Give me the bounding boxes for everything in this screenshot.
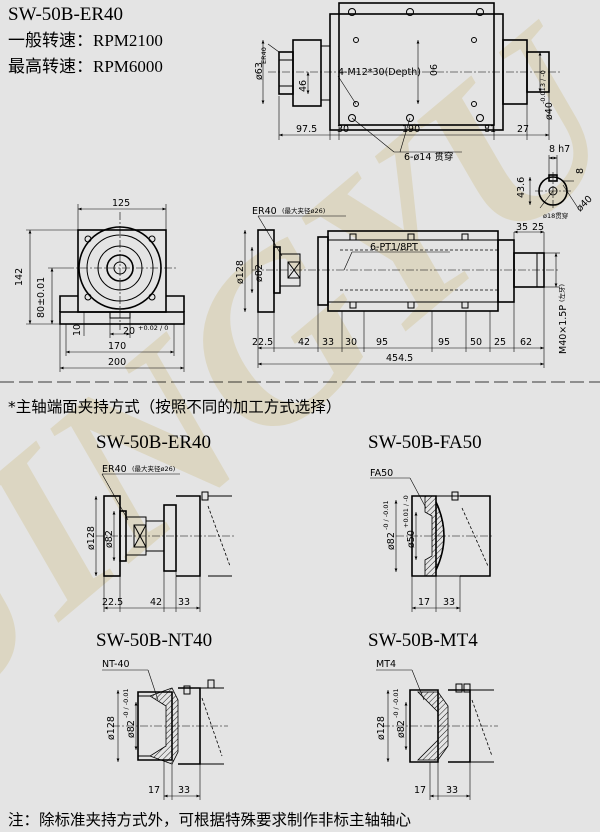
side-d35: 35 <box>516 222 528 233</box>
side-thread-m: M40×1.5P <box>558 305 569 354</box>
variant-mt4-drawing <box>376 669 498 800</box>
top-er40-label: ER40 <box>260 47 268 64</box>
variant-mt4-dim-17: 17 <box>414 785 426 796</box>
variant-er40-tag-note: (最大夹径ø26) <box>132 464 175 473</box>
variant-nt40-d82: ø82 <box>126 720 137 738</box>
side-d82: ø82 <box>254 264 265 282</box>
top-view <box>261 2 560 153</box>
variant-fa50-d50-tol: +0.01 / -0 <box>402 495 410 528</box>
variant-mt4-d128: ø128 <box>376 716 387 740</box>
variant-mt4-title: SW-50B-MT4 <box>368 630 478 651</box>
watermark-text: JINGYU <box>0 0 600 737</box>
shaft-tolerance: -0.013 / -0 <box>539 70 547 104</box>
model-title: SW-50B-ER40 <box>8 4 123 25</box>
end-view <box>26 204 185 372</box>
variant-mt4-tag: MT4 <box>376 659 396 670</box>
variant-mt4-d82: ø82 <box>396 720 407 738</box>
variant-fa50-title: SW-50B-FA50 <box>368 432 482 453</box>
side-dim-95b: 95 <box>438 337 450 348</box>
top-dim-97-5: 97.5 <box>296 124 317 135</box>
end-h80: 80±0.01 <box>36 277 47 318</box>
variant-nt40-d82-tol: -0 / -0.01 <box>122 688 130 718</box>
variant-er40-d82: ø82 <box>104 530 115 548</box>
side-dim-30: 30 <box>345 337 357 348</box>
key-depth: 8 <box>575 168 586 174</box>
side-thread-note: (左牙) <box>557 284 566 302</box>
top-dim-190: 190 <box>402 124 420 135</box>
variant-nt40-title: SW-50B-NT40 <box>96 630 212 651</box>
section-title: *主轴端面夹持方式（按照不同的加工方式选择） <box>8 398 341 416</box>
variant-fa50-dim-33: 33 <box>443 597 455 608</box>
max-speed: 最高转速：RPM6000 <box>8 57 163 76</box>
variant-fa50-tag: FA50 <box>370 468 393 479</box>
side-dim-50: 50 <box>470 337 482 348</box>
side-d25: 25 <box>532 222 544 233</box>
top-dia-63: ø63 <box>254 62 265 80</box>
variant-fa50-d50: ø50 <box>406 530 417 548</box>
variant-er40-d128: ø128 <box>86 526 97 550</box>
key-height: 43.6 <box>516 177 527 198</box>
variant-nt40-dim-33: 33 <box>178 785 190 796</box>
end-h10: 10 <box>72 324 83 336</box>
end-slot-tol: +0.02 / 0 <box>138 324 168 332</box>
variant-er40-title: SW-50B-ER40 <box>96 432 211 453</box>
side-dim-42: 42 <box>298 337 310 348</box>
side-view <box>243 215 560 368</box>
variant-nt40-tag: NT-40 <box>102 659 130 670</box>
shaft-dia-label: ø40 <box>544 102 555 120</box>
variant-mt4-dim-33: 33 <box>446 785 458 796</box>
key-hole-label: ø18贯穿 <box>543 211 568 220</box>
top-dim-81: 81 <box>484 124 496 135</box>
variant-er40-dim-42: 42 <box>150 597 162 608</box>
variant-nt40-d128: ø128 <box>106 716 117 740</box>
variant-er40-tag: ER40 <box>102 464 127 475</box>
end-w200: 200 <box>108 357 126 368</box>
variant-fa50-d82-tol: -0 / -0.01 <box>382 500 390 530</box>
end-h142: 142 <box>14 268 25 286</box>
side-total-454-5: 454.5 <box>386 353 413 364</box>
side-dim-62: 62 <box>520 337 532 348</box>
tapped-holes-label: 4-M12*30(Depth) <box>338 67 421 78</box>
side-er40-note: (最大夹径ø26) <box>282 206 325 215</box>
variant-er40-dim-33: 33 <box>178 597 190 608</box>
key-width: 8 h7 <box>549 144 570 155</box>
side-dim-95a: 95 <box>376 337 388 348</box>
normal-speed: 一般转速：RPM2100 <box>8 31 163 50</box>
through-holes-label: 6-ø14 贯穿 <box>404 151 453 163</box>
top-h90: 90 <box>427 64 438 76</box>
variant-nt40-drawing <box>102 669 228 800</box>
side-dim-22-5: 22.5 <box>252 337 273 348</box>
end-w170: 170 <box>108 341 126 352</box>
variant-er40-dim-22-5: 22.5 <box>102 597 123 608</box>
side-dim-25: 25 <box>494 337 506 348</box>
top-dim-27: 27 <box>517 124 529 135</box>
key-section <box>528 155 579 210</box>
footer-note: 注：除标准夹持方式外，可根据特殊要求制作非标主轴轴心 <box>8 811 411 829</box>
variant-nt40-dim-17: 17 <box>148 785 160 796</box>
end-slot-20: 20 <box>123 326 135 337</box>
top-dim-30: 30 <box>337 124 349 135</box>
variant-fa50-dim-17: 17 <box>418 597 430 608</box>
side-er40-label: ER40 <box>252 206 277 217</box>
variant-fa50-d82: ø82 <box>386 532 397 550</box>
side-dim-33: 33 <box>322 337 334 348</box>
variant-er40-drawing <box>94 473 236 612</box>
pipe-thread-label: 6-PT1/8PT <box>370 242 418 253</box>
end-width-125: 125 <box>112 198 130 209</box>
top-h46: 46 <box>298 80 309 92</box>
variant-fa50-drawing <box>370 477 494 612</box>
variant-mt4-d82-tol: -0 / -0.01 <box>392 688 400 718</box>
side-d128: ø128 <box>235 260 246 284</box>
